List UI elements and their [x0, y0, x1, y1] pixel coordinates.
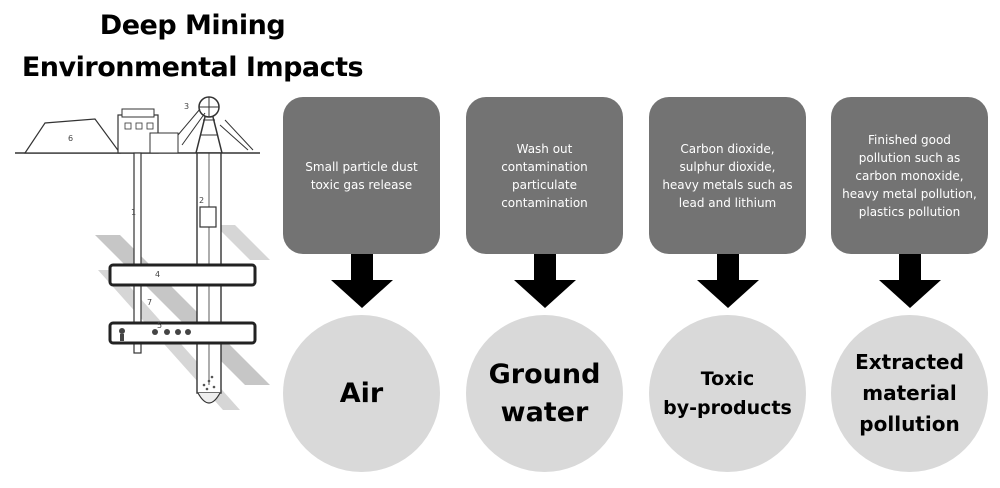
headframe — [177, 96, 254, 154]
label-3: 3 — [184, 102, 189, 111]
down-arrow-icon — [514, 254, 576, 308]
miners — [119, 328, 191, 341]
mine-building — [117, 108, 179, 154]
impact-category-text: Extracted material pollution — [855, 350, 964, 436]
impact-description-ground-water: Wash out contamination particulate conta… — [466, 97, 623, 254]
impact-description-text: Finished good pollution such as carbon m… — [842, 132, 977, 219]
label-2: 2 — [199, 196, 204, 205]
impact-category-text: Ground water — [488, 358, 601, 428]
impact-description-text: Carbon dioxide, sulphur dioxide, heavy m… — [662, 141, 793, 210]
impact-category-text: Toxic by-products — [663, 367, 792, 419]
spoil-heap — [23, 118, 122, 154]
upper-level — [108, 263, 257, 287]
impact-description-text: Small particle dust toxic gas release — [305, 159, 418, 192]
mine-illustration: 1 2 3 4 5 6 7 — [15, 96, 270, 410]
impact-description-toxic-by-products: Carbon dioxide, sulphur dioxide, heavy m… — [649, 97, 806, 254]
cage — [199, 206, 217, 228]
label-7: 7 — [147, 298, 152, 307]
title-line-1: Deep Mining — [99, 10, 286, 41]
impact-description-text: Wash out contamination particulate conta… — [501, 141, 588, 210]
label-1: 1 — [131, 208, 136, 217]
lower-level — [108, 321, 257, 345]
impact-description-extracted-material: Finished good pollution such as carbon m… — [831, 97, 988, 254]
impact-category-text: Air — [339, 377, 384, 409]
down-arrow-icon — [697, 254, 759, 308]
impact-description-air: Small particle dust toxic gas release — [283, 97, 440, 254]
impact-category-extracted-material: Extracted material pollution — [831, 315, 988, 472]
sump — [197, 392, 221, 404]
label-6: 6 — [68, 134, 73, 143]
impact-category-toxic-by-products: Toxic by-products — [649, 315, 806, 472]
down-arrow-icon — [331, 254, 393, 308]
title-line-2: Environmental Impacts — [21, 52, 364, 83]
label-4: 4 — [155, 270, 160, 279]
ore-seam-bands — [95, 225, 270, 410]
impact-category-air: Air — [283, 315, 440, 472]
down-arrow-icon — [879, 254, 941, 308]
impact-category-ground-water: Ground water — [466, 315, 623, 472]
label-5: 5 — [157, 321, 162, 330]
